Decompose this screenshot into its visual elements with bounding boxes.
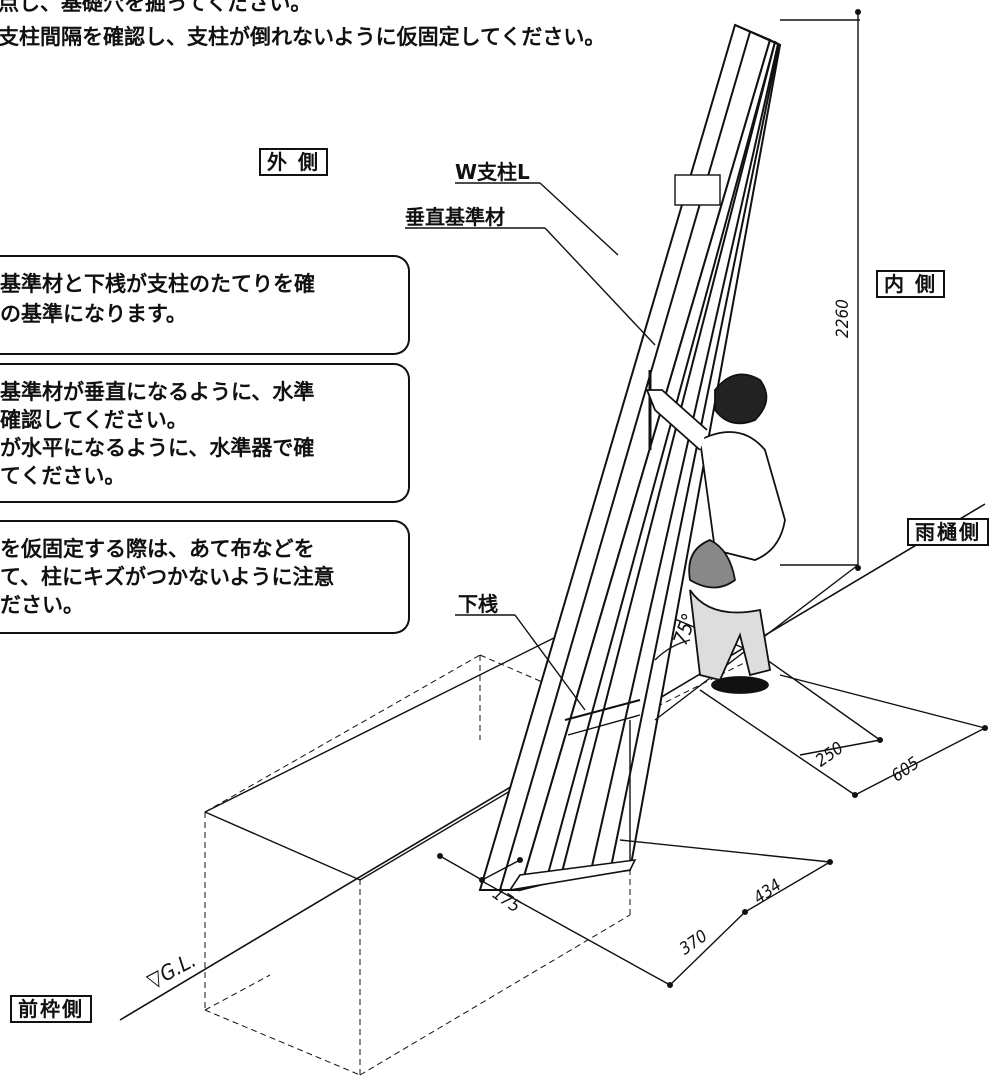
vertical-ref-label: 垂直基準材 xyxy=(405,205,505,229)
note-2-line-4: てください。 xyxy=(0,464,126,488)
front-frame-side-label: 前枠側 xyxy=(10,995,92,1023)
worker-figure xyxy=(645,373,786,694)
inside-label: 内 側 xyxy=(876,270,945,298)
note-2: 基準材が垂直になるように、水準 確認してください。 が水平になるように、水準器で… xyxy=(0,363,410,503)
note-2-line-1: 基準材が垂直になるように、水準 xyxy=(0,380,315,404)
height-dimension: 2260 xyxy=(833,299,853,338)
instruction-line-2: 支柱間隔を確認し、支柱が倒れないように仮固定してください。 xyxy=(0,25,606,49)
note-2-line-3: が水平になるように、水準器で確 xyxy=(0,436,315,460)
gutter-side-label: 雨樋側 xyxy=(907,518,989,546)
note-2-line-2: 確認してください。 xyxy=(0,408,188,432)
lower-rail-label: 下桟 xyxy=(458,592,498,616)
note-1: 基準材と下桟が支柱のたてりを確 の基準になります。 xyxy=(0,255,410,355)
note-3-line-2: て、柱にキズがつかないように注意 xyxy=(0,565,335,589)
note-1-line-2: の基準になります。 xyxy=(0,302,187,326)
note-3-line-1: を仮固定する際は、あて布などを xyxy=(0,537,315,561)
note-1-line-1: 基準材と下桟が支柱のたてりを確 xyxy=(0,272,315,296)
note-3-line-3: ださい。 xyxy=(0,593,84,617)
instruction-line-1: 点し、基礎穴を掘ってください。 xyxy=(0,0,312,15)
outside-label: 外 側 xyxy=(259,148,328,176)
note-3: を仮固定する際は、あて布などを て、柱にキズがつかないように注意 ださい。 xyxy=(0,520,410,634)
post-label: W支柱L xyxy=(455,160,530,184)
